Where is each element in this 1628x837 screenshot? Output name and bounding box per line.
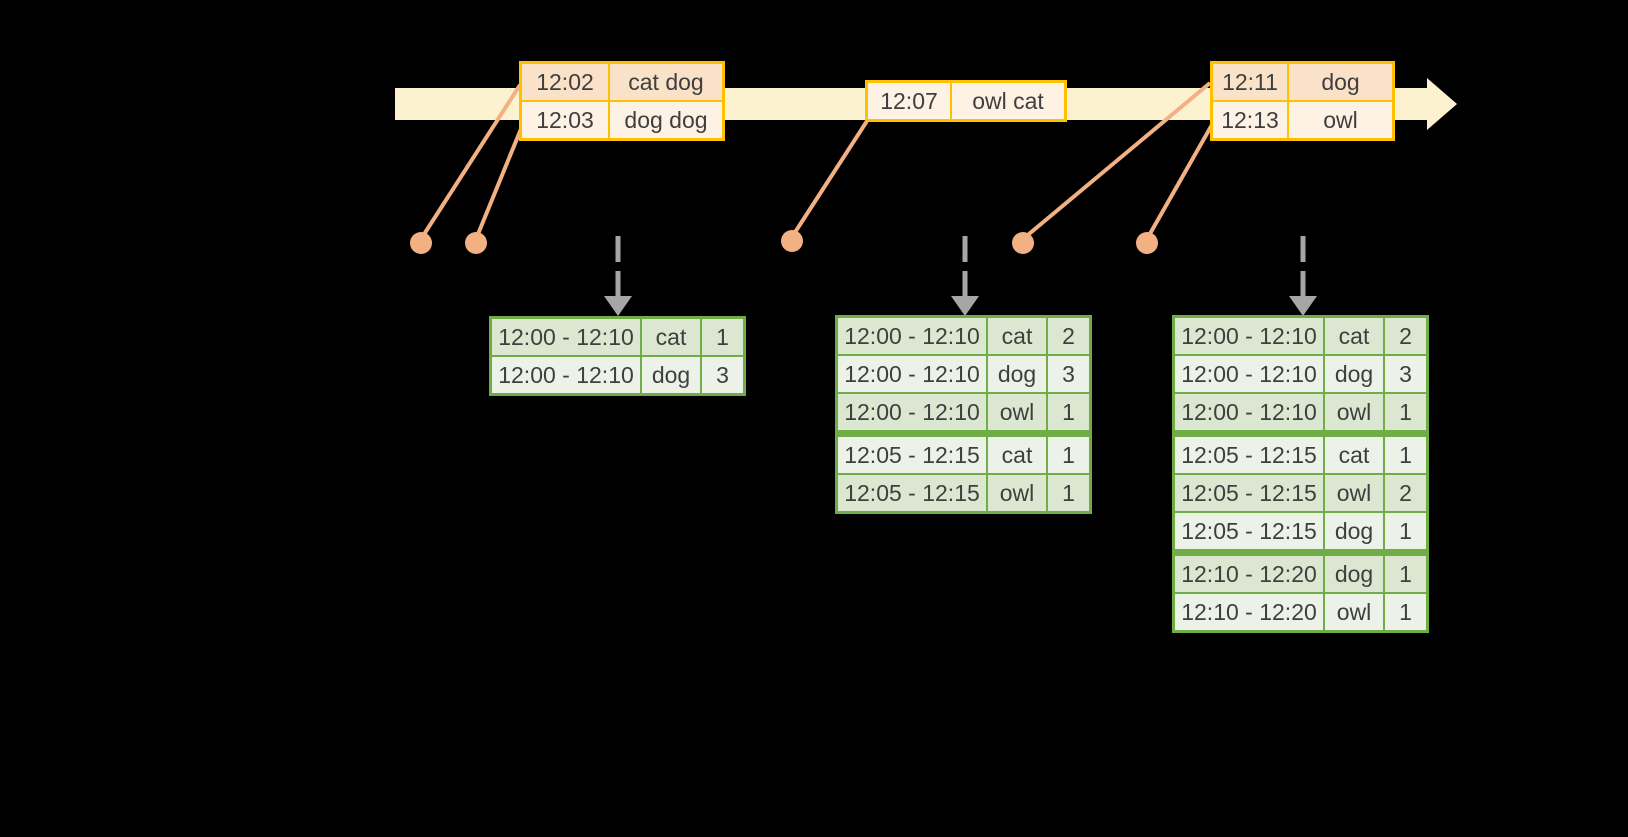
event-time-cell: 12:02 [522,64,608,100]
result-word-cell: dog [642,357,700,393]
result-count-cell: 3 [1385,356,1426,392]
event-connector-line [419,83,522,241]
result-window-cell: 12:05 - 12:15 [838,437,986,473]
event-words-cell: owl [1289,102,1392,138]
result-word-cell: cat [988,437,1046,473]
result-word-cell: owl [1325,475,1383,511]
result-word-cell: dog [1325,556,1383,592]
event-words-cell: cat dog [610,64,722,100]
event-connector-line [474,123,525,240]
result-window-cell: 12:10 - 12:20 [1175,556,1323,592]
result-word-cell: owl [988,394,1046,430]
result-window-cell: 12:00 - 12:10 [838,394,986,430]
event-words-cell: owl cat [952,83,1064,119]
result-word-cell: dog [988,356,1046,392]
result-word-cell: cat [1325,318,1383,354]
event-words-cell: dog dog [610,102,722,138]
trigger-arrowhead-icon [951,296,979,316]
result-word-cell: cat [988,318,1046,354]
timeline-arrowhead-icon [1427,78,1457,130]
result-window-cell: 12:00 - 12:10 [492,357,640,393]
event-dot [410,232,432,254]
result-word-cell: dog [1325,356,1383,392]
result-window-cell: 12:00 - 12:10 [838,356,986,392]
result-count-cell: 1 [1048,394,1089,430]
event-time-cell: 12:11 [1213,64,1287,100]
result-count-cell: 1 [1048,475,1089,511]
event-dot [1012,232,1034,254]
event-dot [781,230,803,252]
result-word-cell: owl [1325,394,1383,430]
event-connector-line [790,119,869,239]
result-word-cell: owl [988,475,1046,511]
result-count-cell: 1 [1385,556,1426,592]
result-count-cell: 2 [1048,318,1089,354]
event-dot [465,232,487,254]
result-window-cell: 12:05 - 12:15 [838,475,986,511]
result-count-cell: 1 [1385,594,1426,630]
event-time-cell: 12:13 [1213,102,1287,138]
result-word-cell: dog [1325,513,1383,549]
event-dot [1136,232,1158,254]
result-window-cell: 12:00 - 12:10 [1175,318,1323,354]
result-window-cell: 12:00 - 12:10 [838,318,986,354]
trigger-arrowhead-icon [1289,296,1317,316]
result-count-cell: 2 [1385,475,1426,511]
event-connector-line [1021,81,1212,241]
result-word-cell: cat [1325,437,1383,473]
trigger-arrowhead-icon [604,296,632,316]
event-connector-line [1145,122,1215,240]
result-window-cell: 12:05 - 12:15 [1175,475,1323,511]
result-count-cell: 1 [1385,437,1426,473]
result-count-cell: 1 [1385,394,1426,430]
result-count-cell: 3 [702,357,743,393]
event-time-cell: 12:03 [522,102,608,138]
result-window-cell: 12:00 - 12:10 [1175,356,1323,392]
result-window-cell: 12:05 - 12:15 [1175,513,1323,549]
event-words-cell: dog [1289,64,1392,100]
result-count-cell: 1 [1385,513,1426,549]
result-window-cell: 12:00 - 12:10 [1175,394,1323,430]
result-word-cell: owl [1325,594,1383,630]
result-word-cell: cat [642,319,700,355]
event-time-cell: 12:07 [868,83,950,119]
result-window-cell: 12:05 - 12:15 [1175,437,1323,473]
result-count-cell: 3 [1048,356,1089,392]
result-count-cell: 2 [1385,318,1426,354]
result-count-cell: 1 [702,319,743,355]
result-window-cell: 12:00 - 12:10 [492,319,640,355]
result-count-cell: 1 [1048,437,1089,473]
result-window-cell: 12:10 - 12:20 [1175,594,1323,630]
